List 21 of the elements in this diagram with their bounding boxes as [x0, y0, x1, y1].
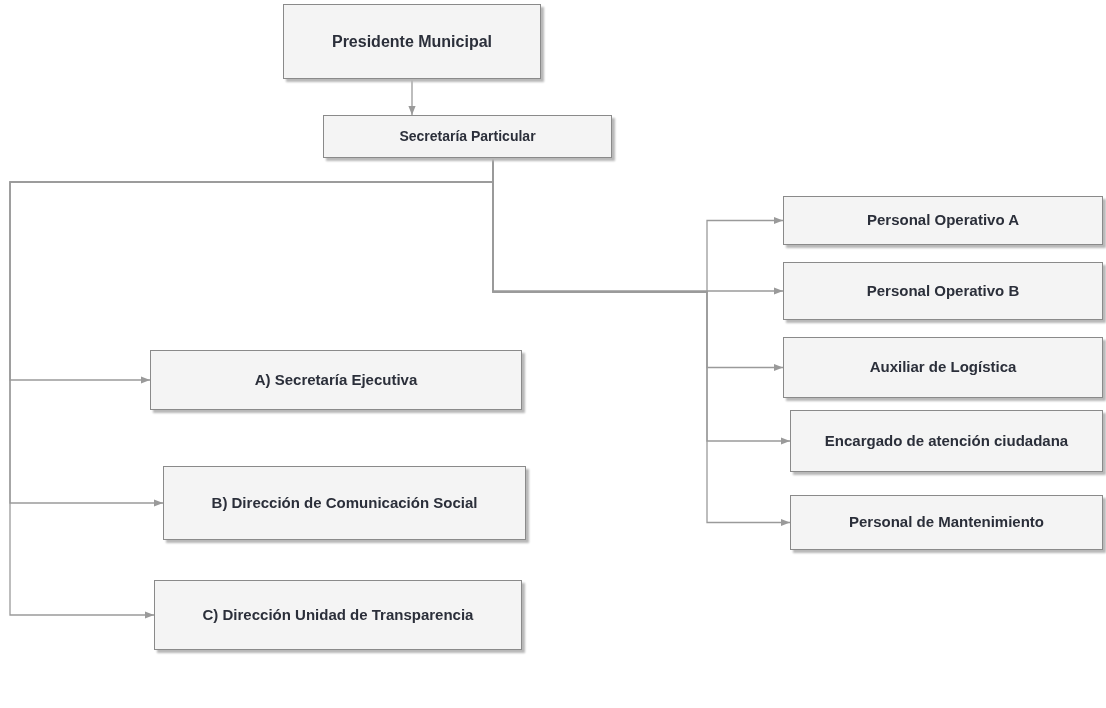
box-label: Personal Operativo B — [866, 281, 1020, 301]
box-label: Presidente Municipal — [331, 31, 492, 52]
org-box — [783, 196, 1103, 245]
box-label: A) Secretaría Ejecutiva — [254, 370, 418, 390]
box-label: Auxiliar de Logística — [869, 358, 1017, 377]
org-box — [323, 115, 612, 158]
org-box — [783, 262, 1103, 320]
box-label: Encargado de atención ciudadana — [824, 431, 1069, 451]
box-label: C) Dirección Unidad de Transparencia — [202, 605, 474, 625]
box-label: B) Dirección de Comunicación Social — [211, 493, 478, 513]
box-label: Personal de Mantenimiento — [848, 513, 1044, 532]
org-box — [283, 4, 541, 79]
org-box — [163, 466, 526, 540]
org-box — [783, 337, 1103, 398]
box-label: Secretaría Particular — [399, 127, 536, 146]
org-box — [154, 580, 522, 650]
connector-arrow — [408, 78, 416, 116]
box-label: Personal Operativo A — [867, 211, 1019, 230]
org-box — [790, 495, 1103, 550]
org-box — [790, 410, 1103, 472]
org-box — [150, 350, 522, 410]
